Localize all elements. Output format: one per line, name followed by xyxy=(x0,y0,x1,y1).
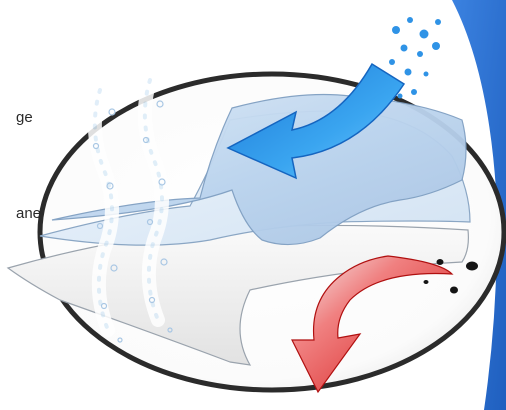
label-top: ge xyxy=(16,110,33,125)
label-bottom: ane xyxy=(16,206,41,221)
